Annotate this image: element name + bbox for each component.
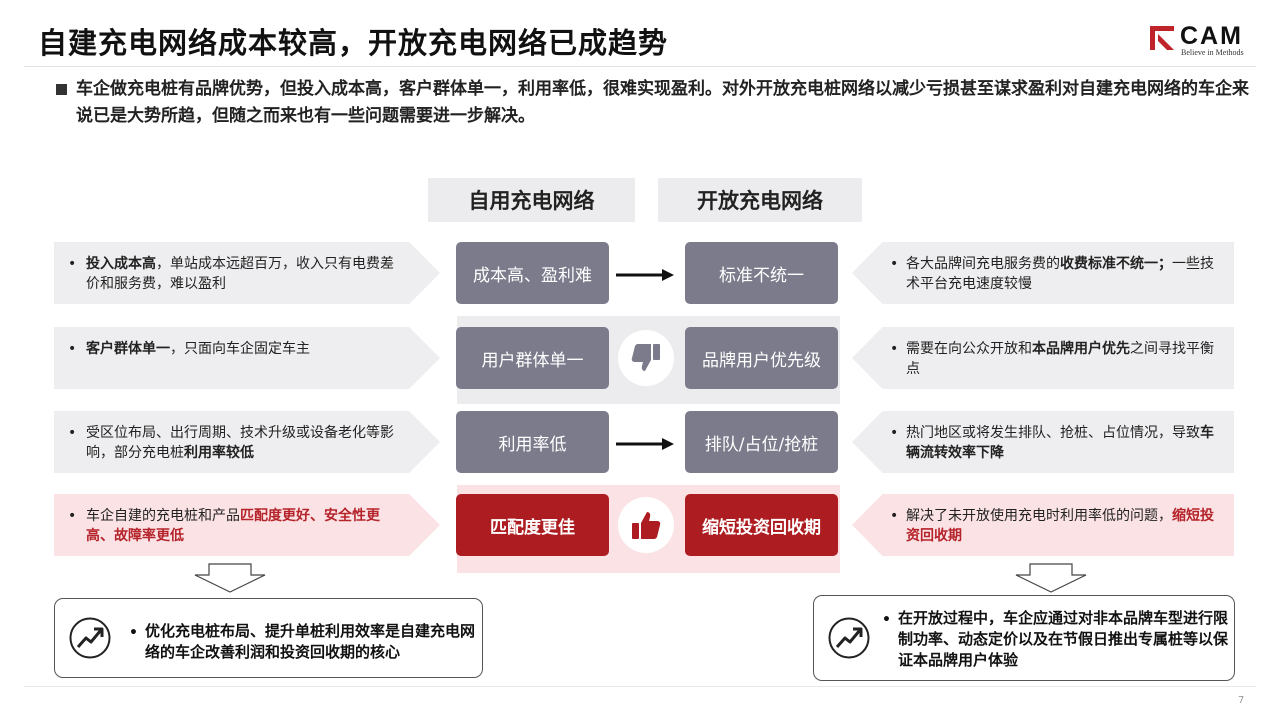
cam-logo: CAM Believe in Methods (1150, 22, 1260, 60)
text-run: 车辆流转效率下降 (906, 425, 1214, 461)
bullet-dot: • (68, 256, 77, 272)
text-run: 热门地区或将发生排队、抢桩、占位情况，导致 (906, 425, 1200, 441)
left-description-panel: • 投入成本高，单站成本远超百万，收入只有电费差价和服务费，难以盈利 (54, 242, 440, 304)
thumbs-up-icon (632, 512, 661, 539)
right-arrow-icon (616, 438, 674, 450)
text-run: ，只面向车企固定车主 (170, 341, 310, 357)
right-description-text: 解决了未开放使用充电时利用率低的问题，缩短投资回收期 (906, 506, 1214, 546)
intro-text: 车企做充电桩有品牌优势，但投入成本高，客户群体单一，利用率低，很难实现盈利。对外… (76, 79, 1249, 126)
logo-text: CAM (1180, 22, 1243, 50)
logo-tagline: Believe in Methods (1181, 48, 1244, 57)
down-arrow-icon (1015, 563, 1087, 593)
right-description-panel: • 需要在向公众开放和本品牌用户优先之间寻找平衡点 (852, 327, 1234, 389)
text-run: 投入成本高 (86, 256, 156, 272)
text-run: 一些技术平台充电速度较慢 (906, 256, 1214, 292)
right-description-text: 需要在向公众开放和本品牌用户优先之间寻找平衡点 (906, 339, 1214, 379)
bullet-dot: • (890, 508, 899, 524)
intro-paragraph: 车企做充电桩有品牌优势，但投入成本高，客户群体单一，利用率低，很难实现盈利。对外… (56, 76, 1256, 130)
right-description-text: 热门地区或将发生排队、抢桩、占位情况，导致车辆流转效率下降 (906, 423, 1214, 463)
left-description-panel: • 客户群体单一，只面向车企固定车主 (54, 327, 440, 389)
bullet-dot: • (882, 612, 891, 628)
open-network-issue-box: 品牌用户优先级 (685, 327, 838, 389)
text-run: 需要在向公众开放和 (906, 341, 1032, 357)
text-run: 受区位布局、出行周期、技术升级或设备老化等影响，部分充电桩 (86, 425, 394, 461)
bullet-dot: • (68, 425, 77, 441)
left-description-text: 受区位布局、出行周期、技术升级或设备老化等影响，部分充电桩利用率较低 (86, 423, 400, 463)
bullet-dot: • (68, 341, 77, 357)
bullet-dot: • (890, 425, 899, 441)
summary-box-right: • 在开放过程中，车企应通过对非本品牌车型进行限制功率、动态定价以及在节假日推出… (813, 595, 1235, 681)
left-description-text: 车企自建的充电桩和产品匹配度更好、安全性更高、故障率更低 (86, 506, 400, 546)
right-description-panel: • 解决了未开放使用充电时利用率低的问题，缩短投资回收期 (852, 494, 1234, 556)
down-arrow-icon (194, 563, 266, 593)
text-run: ，单站成本远超百万，收入只有电费差价和服务费，难以盈利 (86, 256, 394, 292)
column-header-open: 开放充电网络 (658, 178, 862, 222)
text-run: 车企自建的充电桩和产品 (86, 508, 240, 524)
thumbs-up-icon-circle (618, 497, 674, 553)
square-bullet-icon (56, 84, 67, 95)
bullet-dot: • (890, 256, 899, 272)
summary-box-left: • 优化充电桩布局、提升单桩利用效率是自建充电网络的车企改善利润和投资回收期的核… (54, 598, 483, 678)
text-run: 客户群体单一 (86, 341, 170, 357)
text-run: 各大品牌间充电服务费的 (906, 256, 1060, 272)
thumbs-down-icon (631, 344, 660, 371)
text-run: 收费标准不统一； (1060, 256, 1172, 272)
trend-up-icon (69, 617, 111, 659)
self-network-issue-box: 利用率低 (456, 411, 609, 473)
bullet-dot: • (129, 625, 138, 641)
text-run: 缩短投资回收期 (906, 508, 1214, 544)
left-description-text: 客户群体单一，只面向车企固定车主 (86, 339, 400, 359)
text-run: 本品牌用户优先 (1032, 341, 1130, 357)
text-run: 利用率较低 (184, 445, 254, 461)
self-network-issue-box: 用户群体单一 (456, 327, 609, 389)
self-network-issue-box: 成本高、盈利难 (456, 242, 609, 304)
right-description-text: 各大品牌间充电服务费的收费标准不统一；一些技术平台充电速度较慢 (906, 254, 1214, 294)
bullet-dot: • (890, 341, 899, 357)
left-description-text: 投入成本高，单站成本远超百万，收入只有电费差价和服务费，难以盈利 (86, 254, 400, 294)
column-header-self: 自用充电网络 (428, 178, 635, 222)
footer-divider (24, 686, 1256, 687)
left-description-panel: • 受区位布局、出行周期、技术升级或设备老化等影响，部分充电桩利用率较低 (54, 411, 440, 473)
text-run: 之间寻找平衡点 (906, 341, 1214, 377)
open-network-issue-box: 标准不统一 (685, 242, 838, 304)
right-description-panel: • 各大品牌间充电服务费的收费标准不统一；一些技术平台充电速度较慢 (852, 242, 1234, 304)
text-run: 匹配度更好、安全性更高、故障率更低 (86, 508, 380, 544)
open-network-issue-box: 缩短投资回收期 (685, 494, 838, 556)
page-title: 自建充电网络成本较高，开放充电网络已成趋势 (38, 26, 669, 60)
page-number: 7 (1238, 695, 1245, 706)
left-description-panel: • 车企自建的充电桩和产品匹配度更好、安全性更高、故障率更低 (54, 494, 440, 556)
self-network-issue-box: 匹配度更佳 (456, 494, 609, 556)
thumbs-down-icon-circle (618, 330, 674, 386)
bullet-dot: • (68, 508, 77, 524)
open-network-issue-box: 排队/占位/抢桩 (685, 411, 838, 473)
right-arrow-icon (616, 269, 674, 281)
right-description-panel: • 热门地区或将发生排队、抢桩、占位情况，导致车辆流转效率下降 (852, 411, 1234, 473)
cam-logo-mark-icon (1150, 26, 1174, 50)
text-run: 解决了未开放使用充电时利用率低的问题， (906, 508, 1172, 524)
trend-up-icon (828, 617, 870, 659)
header-divider (24, 66, 1256, 67)
summary-right-text: 在开放过程中，车企应通过对非本品牌车型进行限制功率、动态定价以及在节假日推出专属… (898, 609, 1229, 669)
summary-left-text: 优化充电桩布局、提升单桩利用效率是自建充电网络的车企改善利润和投资回收期的核心 (145, 622, 476, 661)
